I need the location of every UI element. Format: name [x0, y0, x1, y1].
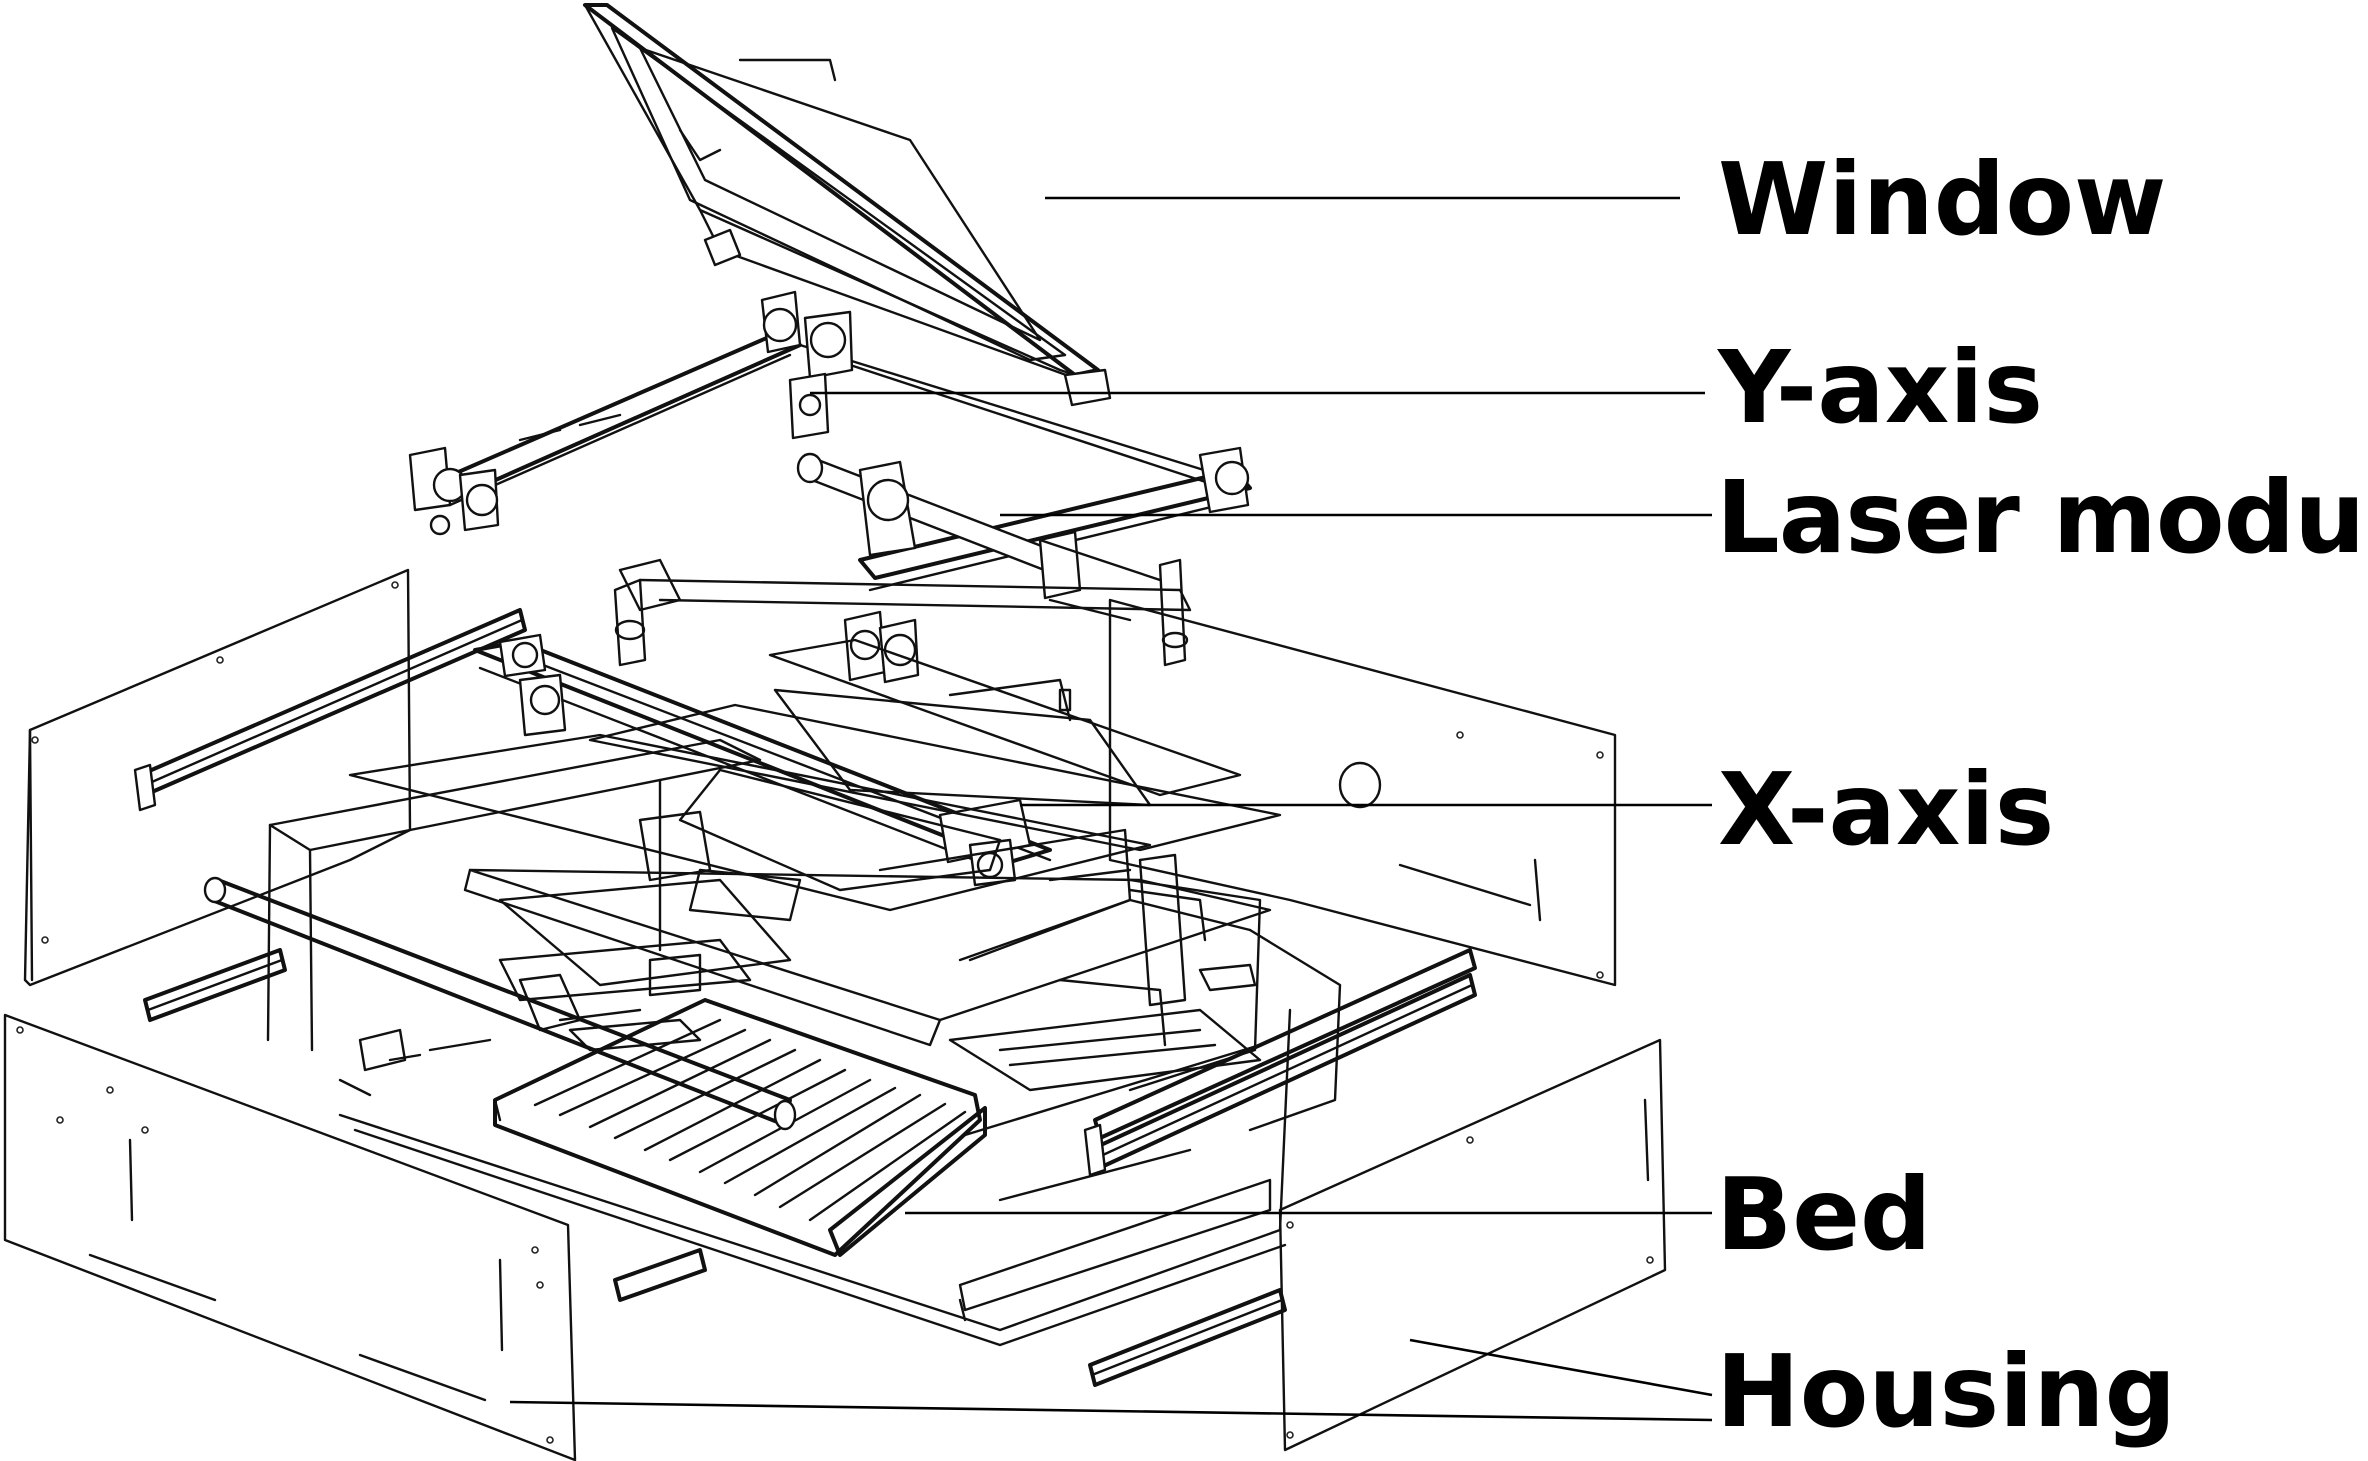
window-part — [583, 3, 1112, 407]
leader-lines — [509, 196, 1713, 1422]
housing-label: Housing — [1716, 1333, 2177, 1450]
bed-part — [203, 738, 1342, 1347]
housing-leader-left — [509, 1400, 1713, 1422]
y-axis-part — [408, 290, 1252, 684]
bed-label: Bed — [1716, 1156, 1932, 1273]
laser-module-label: Laser module — [1716, 459, 2368, 576]
x-axis-label: X-axis — [1718, 751, 2055, 868]
x-axis-part — [348, 558, 1282, 912]
y-axis-label: Y-axis — [1718, 329, 2043, 446]
housing-part — [3, 568, 1667, 1461]
window-label: Window — [1718, 141, 2167, 258]
housing-leader-right — [1409, 1338, 1713, 1397]
laser-module-part — [796, 452, 1162, 622]
